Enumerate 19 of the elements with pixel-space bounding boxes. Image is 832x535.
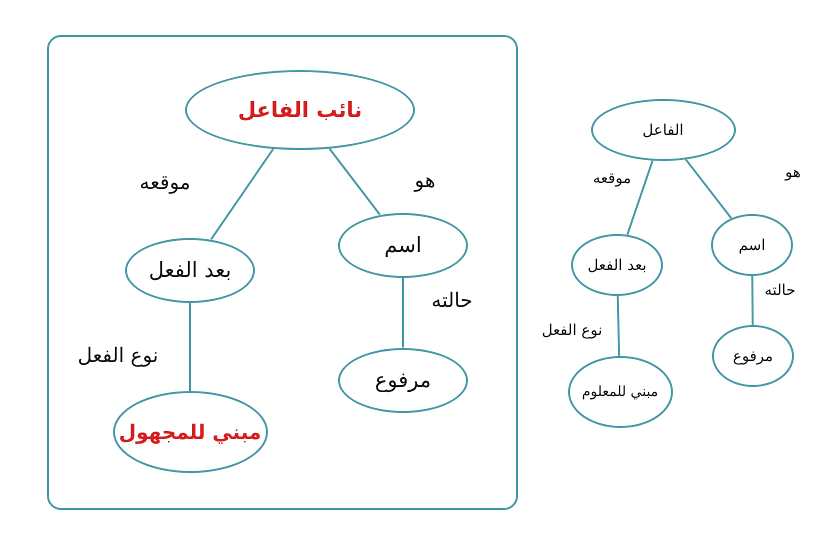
ellipse-node: بعد الفعل bbox=[125, 238, 255, 302]
connector-line bbox=[328, 148, 381, 216]
connector-line bbox=[626, 160, 654, 236]
connector-line bbox=[751, 276, 754, 326]
ellipse-node: نائب الفاعل bbox=[185, 70, 415, 150]
ellipse-node: اسم bbox=[711, 214, 793, 276]
ellipse-node: الفاعل bbox=[590, 99, 736, 161]
ellipse-node: مرفوع bbox=[712, 325, 794, 387]
ellipse-node: مرفوع bbox=[338, 348, 468, 412]
connector-line bbox=[210, 148, 274, 240]
connector-line bbox=[616, 296, 620, 356]
rounded-frame bbox=[47, 35, 518, 510]
connector-line bbox=[402, 278, 404, 348]
ellipse-node: مبني للمعلوم bbox=[568, 356, 672, 428]
ellipse-node: اسم bbox=[338, 212, 468, 278]
connector-line bbox=[189, 302, 191, 391]
ellipse-node: مبني للمجهول bbox=[112, 391, 268, 473]
connector-line bbox=[684, 158, 732, 219]
ellipse-node: بعد الفعل bbox=[571, 234, 663, 296]
